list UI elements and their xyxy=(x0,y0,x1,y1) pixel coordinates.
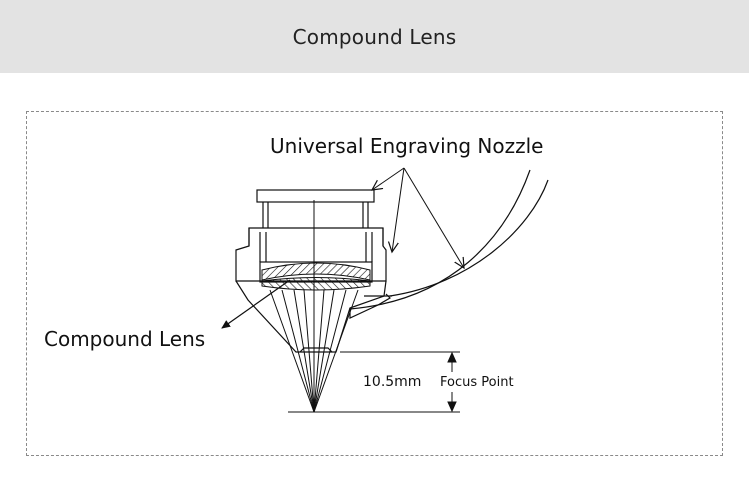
nozzle-label: Universal Engraving Nozzle xyxy=(270,134,544,158)
air-tube xyxy=(349,169,549,310)
distance-label: 10.5mm xyxy=(363,374,421,390)
lens-label: Compound Lens xyxy=(44,327,205,351)
lens-label-arrow xyxy=(221,279,291,329)
nozzle-label-arrows xyxy=(372,167,464,268)
focus-dimension xyxy=(288,351,460,413)
laser-beam xyxy=(269,200,359,413)
diagram-frame xyxy=(26,111,723,456)
page-title: Compound Lens xyxy=(292,24,457,49)
lens-upper-element xyxy=(261,262,371,281)
header-bar: Compound Lens xyxy=(0,0,749,73)
focus-point-label: Focus Point xyxy=(440,375,514,390)
